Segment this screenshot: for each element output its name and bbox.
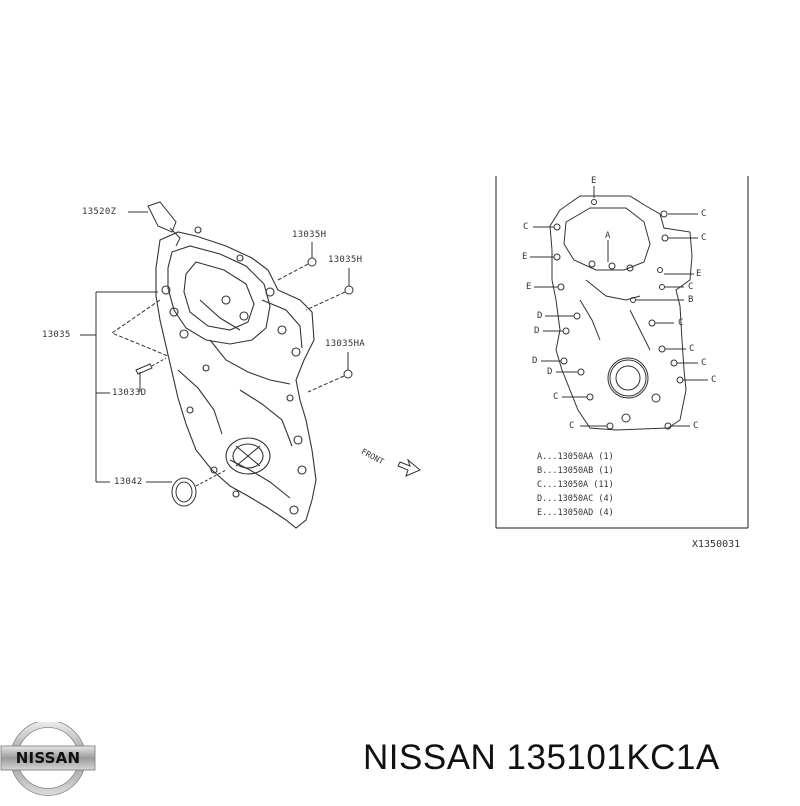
- legend-item-d: D...13050AC (4): [537, 494, 614, 504]
- callout-13035ha: 13035HA: [325, 339, 366, 349]
- mark-c: C: [553, 392, 559, 402]
- mark-c: C: [523, 222, 529, 232]
- mark-b: B: [688, 295, 694, 305]
- legend-item-a: A...13050AA (1): [537, 452, 614, 462]
- mark-c: C: [701, 209, 707, 219]
- mark-e: E: [522, 252, 528, 262]
- nissan-logo: NISSAN: [0, 720, 96, 802]
- mark-c: C: [678, 318, 684, 328]
- callout-13520z: 13520Z: [82, 207, 117, 217]
- front-arrow-icon: [397, 458, 421, 477]
- mark-c: C: [701, 358, 707, 368]
- mark-c: C: [693, 421, 699, 431]
- callout-13035: 13035: [42, 330, 71, 340]
- legend-item-e: E...13050AD (4): [537, 508, 614, 518]
- plug-drawings: [277, 242, 354, 393]
- oil-seal-13042-drawing: [171, 469, 227, 507]
- diagram-code: X1350031: [692, 539, 741, 550]
- mark-a: A: [605, 231, 611, 241]
- callout-13033d: 13033D: [112, 388, 147, 398]
- callout-13035h-lower: 13035H: [328, 255, 363, 265]
- mark-c: C: [689, 344, 695, 354]
- mark-c: C: [569, 421, 575, 431]
- nissan-emblem-icon: [0, 720, 96, 796]
- legend-item-c: C...13050A (11): [537, 480, 614, 490]
- mark-e-top: E: [591, 176, 597, 186]
- mark-d: D: [547, 367, 553, 377]
- mark-c: C: [711, 375, 717, 385]
- callout-13042: 13042: [114, 477, 143, 487]
- mark-d: D: [534, 326, 540, 336]
- legend-item-b: B...13050AB (1): [537, 466, 614, 476]
- part-number-caption: NISSAN 135101KC1A: [363, 738, 720, 777]
- mark-e: E: [696, 269, 702, 279]
- timing-cover-drawing: [155, 226, 317, 529]
- mark-d: D: [532, 356, 538, 366]
- callout-bracket: [80, 291, 172, 483]
- bolt-location-drawing: [530, 186, 708, 431]
- mark-c: C: [688, 282, 694, 292]
- callout-13035h-upper: 13035H: [292, 230, 327, 240]
- bracket-13520z-drawing: [128, 201, 181, 247]
- mark-e: E: [526, 282, 532, 292]
- mark-d: D: [537, 311, 543, 321]
- mark-c: C: [701, 233, 707, 243]
- logo-wordmark: NISSAN: [15, 749, 81, 767]
- dowel-13033d-drawing: [135, 357, 167, 392]
